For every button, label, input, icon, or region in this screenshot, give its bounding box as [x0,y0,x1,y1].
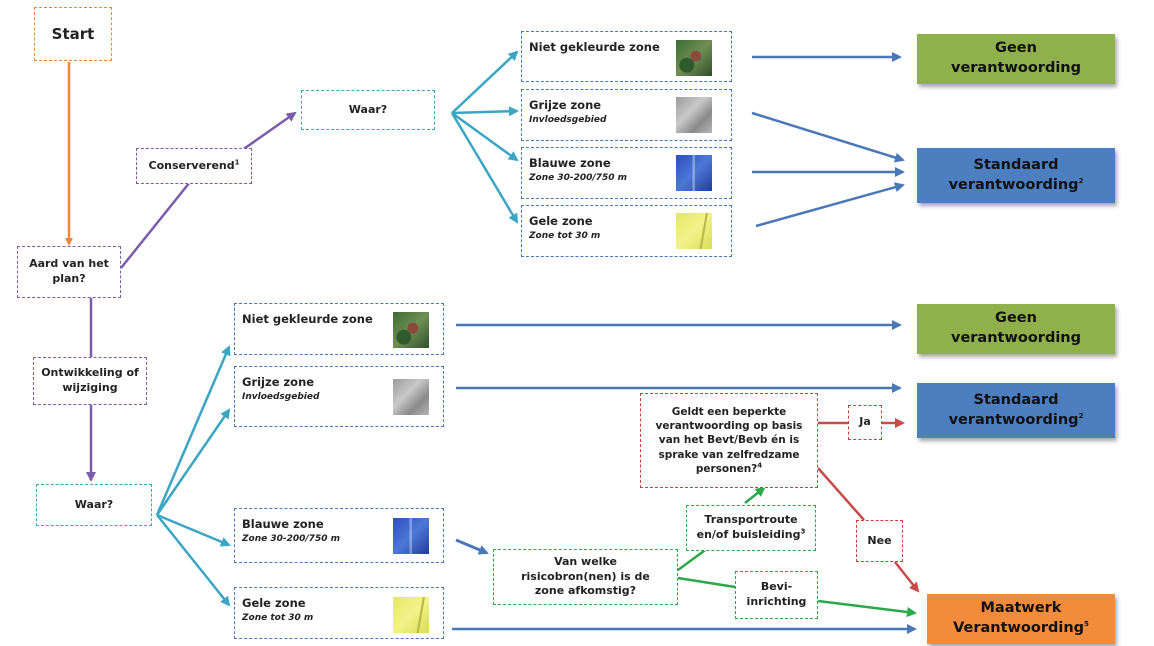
aard-label: Aard van het plan? [29,257,109,285]
grey-aerial-thumbnail [676,97,712,133]
zone-title: Grijze zone [242,375,315,389]
line-vanwelke-to-bevi [677,576,736,589]
waar-bottom-node: Waar? [36,484,152,526]
zone-title: Grijze zone [529,98,602,112]
bevi-label: Bevi-inrichting [746,580,807,608]
line-geldt-to-nee [817,467,865,521]
arrow-waar-top-to-zone-4 [450,112,519,224]
zone-subtitle: Invloedsgebied [242,392,320,402]
blue-aerial-thumbnail [676,155,712,191]
arrow-waar-top-to-zone-3 [451,111,519,162]
start-node: Start [34,7,112,61]
conserverend-node: Conserverend1 [136,148,252,184]
aerial-photo-thumbnail [676,40,712,76]
ontwikkeling-label: Ontwikkeling of wijziging [41,366,139,394]
nee-label: Nee [867,533,892,547]
bevi-node: Bevi-inrichting [735,571,818,619]
blue-aerial-thumbnail [393,518,429,554]
aard-node: Aard van het plan? [17,246,121,298]
conserverend-label: Conserverend1 [148,157,240,172]
transport-label: Transportroute en/of buisleiding3 [696,513,806,541]
yellow-aerial-thumbnail [393,597,429,633]
arrow-transport-to-geldt [744,486,766,504]
bottom-zone-4: Gele zone Zone tot 30 m [234,587,444,639]
arrow-nee-to-maatwerk [894,561,920,593]
transport-node: Transportroute en/of buisleiding3 [686,505,816,551]
arrow-waar-bottom-to-zone-3 [156,513,231,547]
nee-node: Nee [856,520,903,562]
ja-label: Ja [859,415,871,429]
grey-aerial-thumbnail [393,379,429,415]
waar-bottom-label: Waar? [74,497,114,511]
zone-subtitle: Invloedsgebied [529,115,607,125]
geldt-label: Geldt een beperkte verantwoording op bas… [655,406,803,475]
arrow-bottom-zone-3-to-vanwelke [455,538,489,555]
arrow-waar-top-to-zone-1 [451,50,519,114]
arrow-waar-bottom-to-zone-2 [155,408,231,516]
start-label: Start [51,24,95,43]
zone-subtitle: Zone tot 30 m [529,231,601,241]
zone-title: Blauwe zone [242,517,324,531]
zone-title: Blauwe zone [529,156,611,170]
zone-subtitle: Zone 30-200/750 m [242,534,340,544]
arrow-waar-bottom-to-zone-4 [156,514,231,607]
top-zone-3: Blauwe zone Zone 30-200/750 m [521,147,732,199]
zone-subtitle: Zone tot 30 m [242,613,314,623]
vanwelke-node: Van welke risicobron(nen) is de zone afk… [493,549,678,605]
arrow-top-zone-2-to-standaard [751,111,905,163]
arrow-bevi-to-maatwerk [817,599,917,617]
zone-title: Gele zone [529,214,593,228]
waar-top-node: Waar? [301,90,435,130]
bottom-zone-1: Niet gekleurde zone [234,303,444,355]
yellow-aerial-thumbnail [676,213,712,249]
geldt-node: Geldt een beperkte verantwoording op bas… [640,393,818,488]
arrow-waar-top-to-zone-2 [451,106,519,117]
waar-top-label: Waar? [348,102,388,116]
top-zone-2: Grijze zone Invloedsgebied [521,89,732,141]
zone-title: Niet gekleurde zone [242,312,373,326]
line-vanwelke-to-transport [677,546,709,572]
arrow-waar-bottom-to-zone-1 [155,345,231,516]
arrow-top-zone-4-to-standaard [755,182,905,228]
top-zone-4: Gele zone Zone tot 30 m [521,205,732,257]
vanwelke-label: Van welke risicobron(nen) is de zone afk… [521,554,650,598]
aerial-photo-thumbnail [393,312,429,348]
zone-title: Niet gekleurde zone [529,40,660,54]
line-aard-to-conserverend [120,181,191,269]
top-zone-1: Niet gekleurde zone [521,31,732,82]
ontwikkeling-node: Ontwikkeling of wijziging [33,357,147,405]
zone-subtitle: Zone 30-200/750 m [529,173,627,183]
ja-node: Ja [848,405,882,440]
bottom-zone-3: Blauwe zone Zone 30-200/750 m [234,508,444,563]
zone-title: Gele zone [242,596,306,610]
bottom-zone-2: Grijze zone Invloedsgebied [234,366,444,427]
